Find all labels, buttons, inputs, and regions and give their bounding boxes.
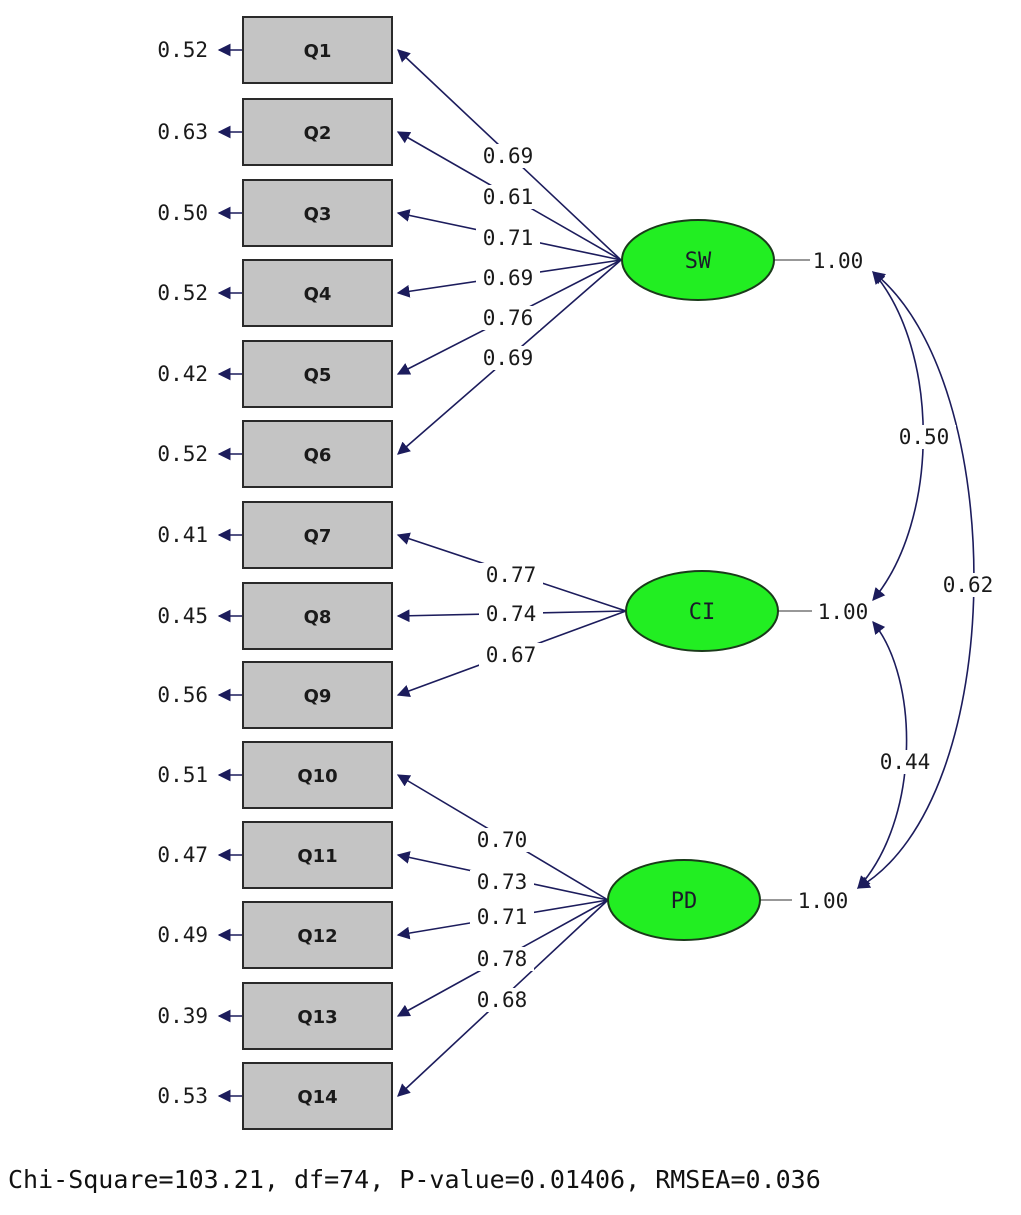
latent-label-pd: PD bbox=[671, 889, 698, 914]
loading-ci-q9: 0.67 bbox=[486, 643, 537, 667]
latents-layer bbox=[607, 219, 779, 941]
error-variance-q1: 0.52 bbox=[157, 38, 208, 62]
loading-pd-q11: 0.73 bbox=[477, 870, 528, 894]
indicator-label-q14: Q14 bbox=[297, 1087, 337, 1108]
loading-pd-q14: 0.68 bbox=[477, 988, 528, 1012]
loading-sw-q1: 0.69 bbox=[483, 144, 534, 168]
indicator-box-q14 bbox=[242, 1062, 393, 1130]
indicator-label-q1: Q1 bbox=[304, 41, 332, 62]
latent-ellipse-pd bbox=[607, 859, 761, 941]
error-variance-q5: 0.42 bbox=[157, 362, 208, 386]
error-variance-q9: 0.56 bbox=[157, 683, 208, 707]
correlation-label-bg bbox=[873, 750, 937, 774]
indicator-label-q12: Q12 bbox=[297, 926, 337, 947]
loading-pd-q13: 0.78 bbox=[477, 947, 528, 971]
indicator-box-q8 bbox=[242, 582, 393, 650]
latent-label-ci: CI bbox=[689, 600, 716, 625]
loading-sw-q2: 0.61 bbox=[483, 185, 534, 209]
error-variance-q2: 0.63 bbox=[157, 120, 208, 144]
variance-pd: 1.00 bbox=[798, 889, 849, 913]
indicator-box-q2 bbox=[242, 98, 393, 166]
indicator-label-q5: Q5 bbox=[304, 365, 332, 386]
indicators-layer bbox=[242, 16, 393, 1130]
indicator-label-q11: Q11 bbox=[297, 846, 337, 867]
loading-label-bg bbox=[470, 988, 534, 1012]
loading-label-bg bbox=[476, 226, 540, 250]
indicator-box-q11 bbox=[242, 821, 393, 889]
error-variance-q11: 0.47 bbox=[157, 843, 208, 867]
indicator-box-q10 bbox=[242, 741, 393, 809]
indicator-box-q7 bbox=[242, 501, 393, 569]
loading-label-bg bbox=[476, 185, 540, 209]
error-variance-q12: 0.49 bbox=[157, 923, 208, 947]
indicator-label-q10: Q10 bbox=[297, 766, 337, 787]
indicator-label-q6: Q6 bbox=[304, 445, 332, 466]
labels-layer: Q10.52Q20.63Q30.50Q40.52Q50.42Q60.52Q70.… bbox=[157, 38, 1000, 1108]
indicator-box-q9 bbox=[242, 661, 393, 729]
error-variance-q4: 0.52 bbox=[157, 281, 208, 305]
indicator-box-q12 bbox=[242, 901, 393, 969]
correlation-sw-ci: 0.50 bbox=[899, 425, 950, 449]
indicator-box-q3 bbox=[242, 179, 393, 247]
loading-label-bg bbox=[476, 346, 540, 370]
loading-label-bg bbox=[476, 266, 540, 290]
error-variance-q8: 0.45 bbox=[157, 604, 208, 628]
indicator-box-q4 bbox=[242, 259, 393, 327]
indicator-label-q2: Q2 bbox=[304, 123, 332, 144]
loading-label-bg bbox=[479, 563, 543, 587]
indicator-label-q9: Q9 bbox=[304, 686, 332, 707]
indicator-label-q3: Q3 bbox=[304, 204, 332, 225]
variance-ci: 1.00 bbox=[818, 600, 869, 624]
variance-sw: 1.00 bbox=[813, 249, 864, 273]
loading-label-bg bbox=[476, 144, 540, 168]
loading-label-bg bbox=[479, 643, 543, 667]
loading-ci-q8: 0.74 bbox=[486, 602, 537, 626]
error-variance-q13: 0.39 bbox=[157, 1004, 208, 1028]
indicator-label-q7: Q7 bbox=[304, 526, 332, 547]
correlation-label-bg bbox=[936, 573, 1000, 597]
fit-statistics: Chi-Square=103.21, df=74, P-value=0.0140… bbox=[8, 1165, 821, 1194]
indicator-label-q4: Q4 bbox=[304, 284, 332, 305]
error-variance-q6: 0.52 bbox=[157, 442, 208, 466]
loading-label-bg bbox=[479, 602, 543, 626]
error-variance-q14: 0.53 bbox=[157, 1084, 208, 1108]
loading-pd-q10: 0.70 bbox=[477, 828, 528, 852]
latent-ellipse-sw bbox=[621, 219, 775, 301]
correlation-label-bg bbox=[892, 425, 956, 449]
loading-ci-q7: 0.77 bbox=[486, 563, 537, 587]
error-variance-q7: 0.41 bbox=[157, 523, 208, 547]
loading-label-bg bbox=[470, 828, 534, 852]
correlation-sw-pd: 0.62 bbox=[943, 573, 994, 597]
loading-sw-q4: 0.69 bbox=[483, 266, 534, 290]
indicator-label-q8: Q8 bbox=[304, 607, 332, 628]
loading-label-bg bbox=[470, 947, 534, 971]
correlation-ci-pd: 0.44 bbox=[880, 750, 931, 774]
latent-label-sw: SW bbox=[685, 249, 712, 274]
indicator-label-q13: Q13 bbox=[297, 1007, 337, 1028]
indicator-box-q13 bbox=[242, 982, 393, 1050]
indicator-box-q1 bbox=[242, 16, 393, 84]
latent-ellipse-ci bbox=[625, 570, 779, 652]
loading-sw-q5: 0.76 bbox=[483, 306, 534, 330]
loading-label-bg bbox=[476, 306, 540, 330]
loading-label-bg bbox=[470, 870, 534, 894]
loading-label-bg bbox=[470, 905, 534, 929]
indicator-box-q5 bbox=[242, 340, 393, 408]
error-variance-q10: 0.51 bbox=[157, 763, 208, 787]
loading-sw-q3: 0.71 bbox=[483, 226, 534, 250]
error-variance-q3: 0.50 bbox=[157, 201, 208, 225]
loading-pd-q12: 0.71 bbox=[477, 905, 528, 929]
indicator-box-q6 bbox=[242, 420, 393, 488]
loading-sw-q6: 0.69 bbox=[483, 346, 534, 370]
